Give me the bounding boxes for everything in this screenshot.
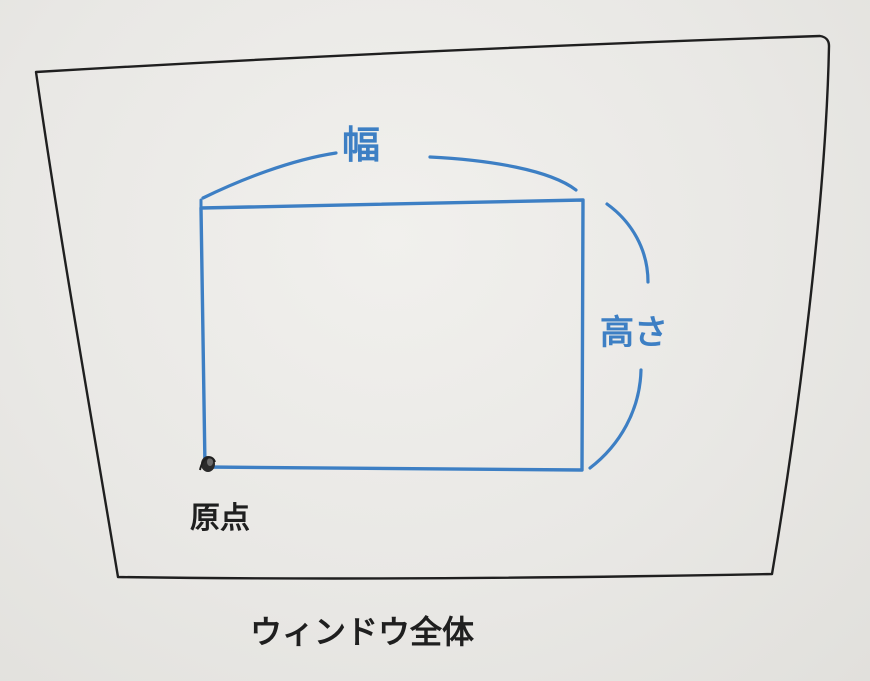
height-label: 高さ [600, 313, 668, 353]
width-brace-right [428, 155, 578, 192]
height-brace-bottom [588, 368, 643, 470]
origin-marker [199, 456, 216, 472]
inner-rectangle [199, 198, 585, 472]
width-label: 幅 [342, 123, 380, 167]
height-brace-top [605, 202, 650, 284]
window-caption: ウィンドウ全体 [250, 613, 474, 651]
origin-label: 原点 [190, 501, 250, 536]
window-frame [34, 34, 831, 580]
width-brace-left [201, 151, 338, 200]
